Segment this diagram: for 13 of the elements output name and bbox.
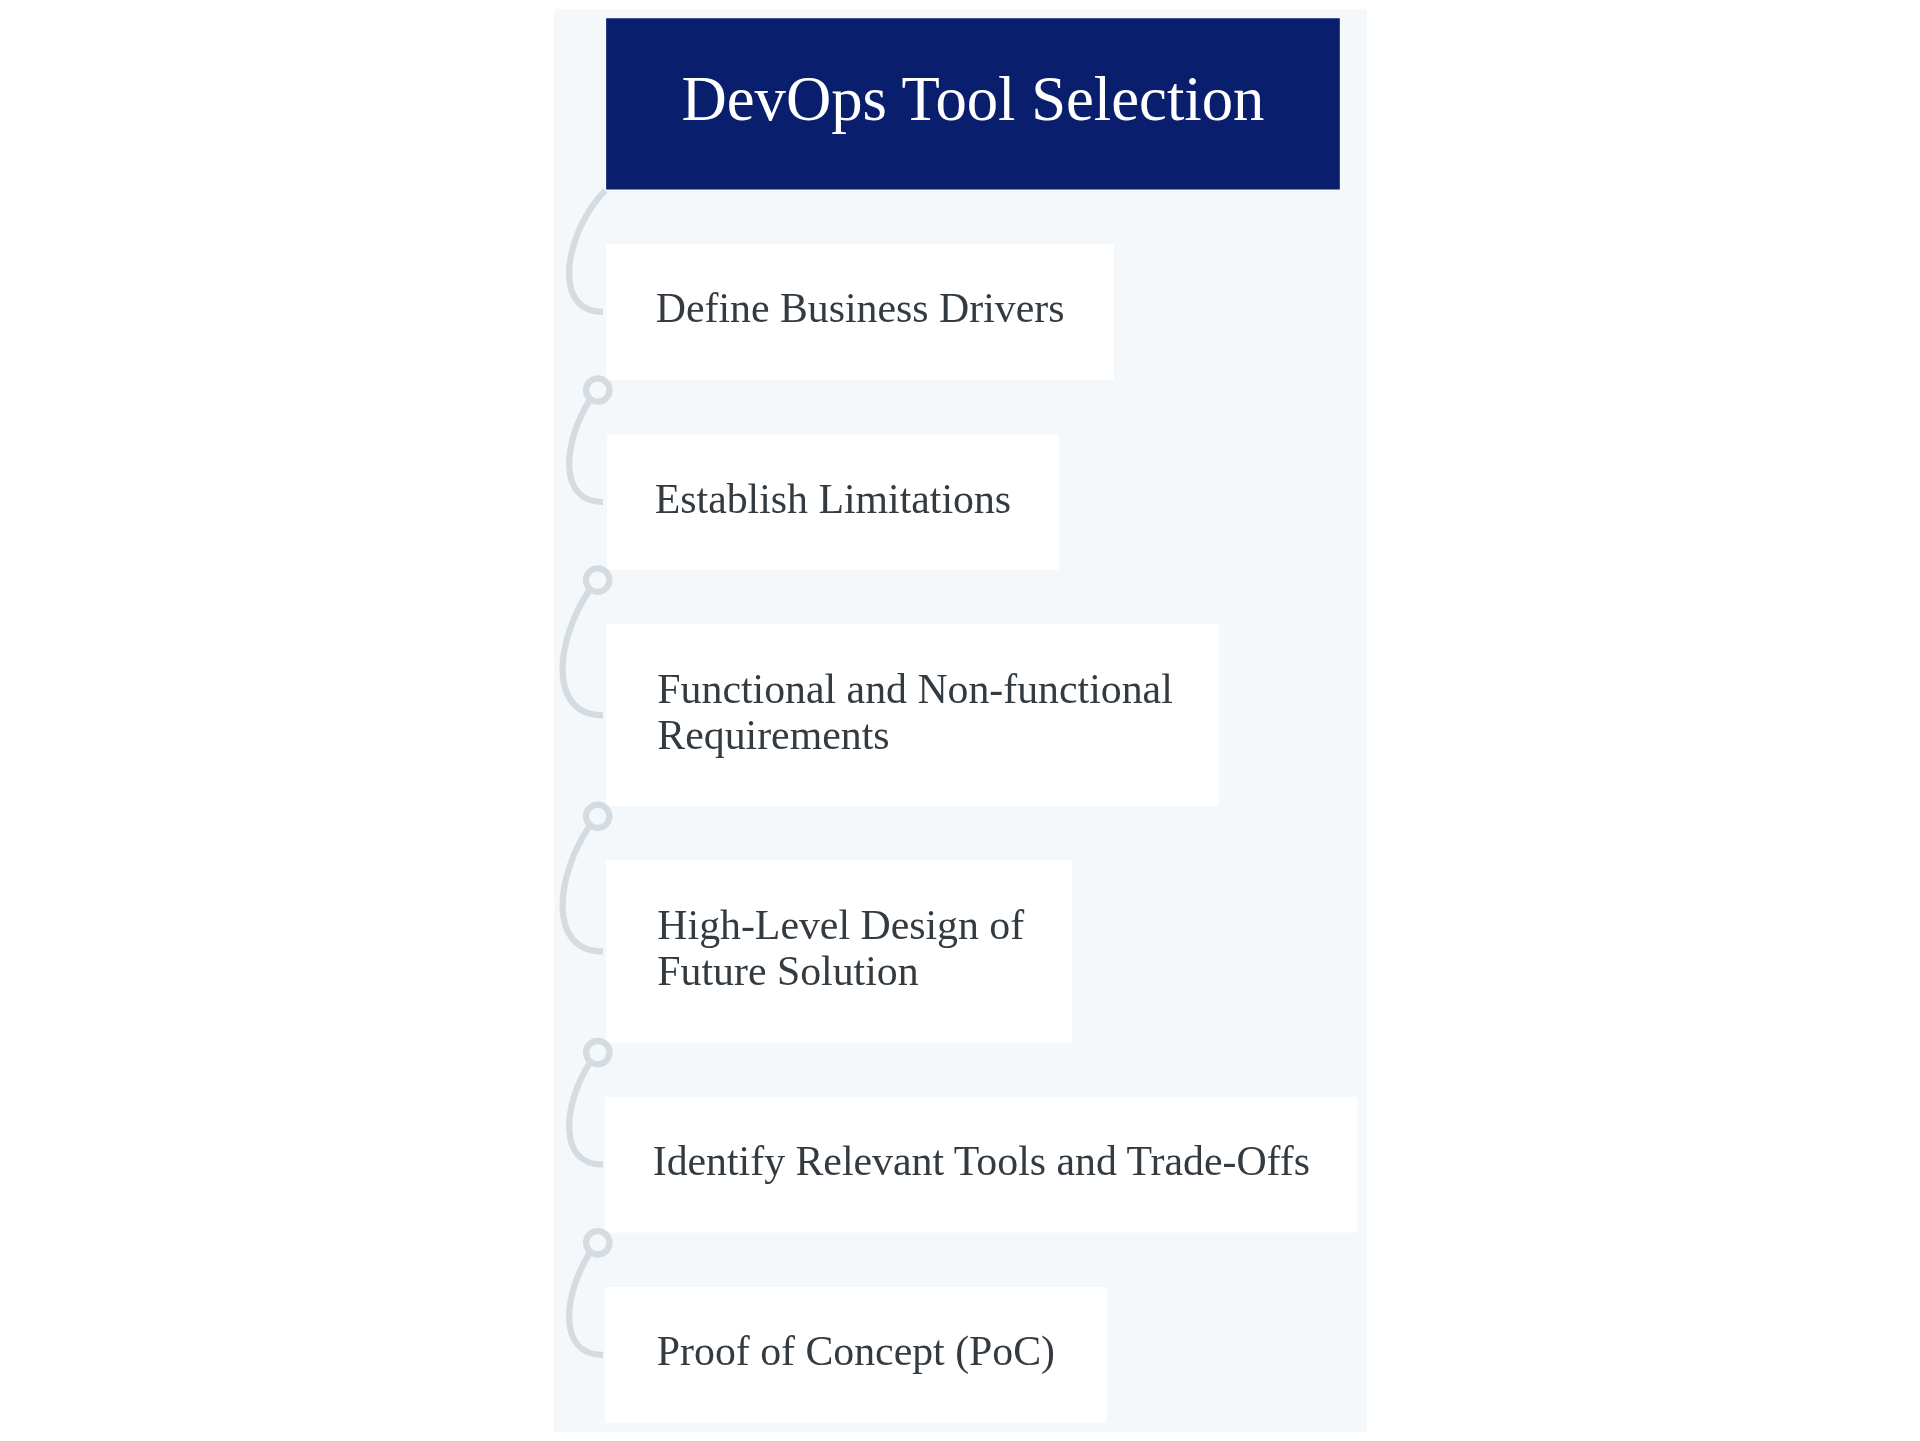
connector [565, 188, 607, 315]
node-box: DevOps Tool Selection [603, 16, 1342, 192]
node-box: Establish Limitations [604, 432, 1061, 573]
connector [559, 565, 612, 719]
node-box: Functional and Non-functional Requirements [603, 622, 1221, 809]
connector [565, 1227, 613, 1358]
node-box: Define Business Drivers [603, 241, 1116, 382]
node-box: High-Level Design of Future Solution [603, 858, 1074, 1045]
connector [559, 801, 612, 955]
node-box: Proof of Concept (PoC) [602, 1284, 1109, 1425]
connector [565, 1037, 613, 1168]
connector [565, 375, 613, 506]
node-box: Identify Relevant Tools and Trade-Offs [602, 1094, 1360, 1235]
